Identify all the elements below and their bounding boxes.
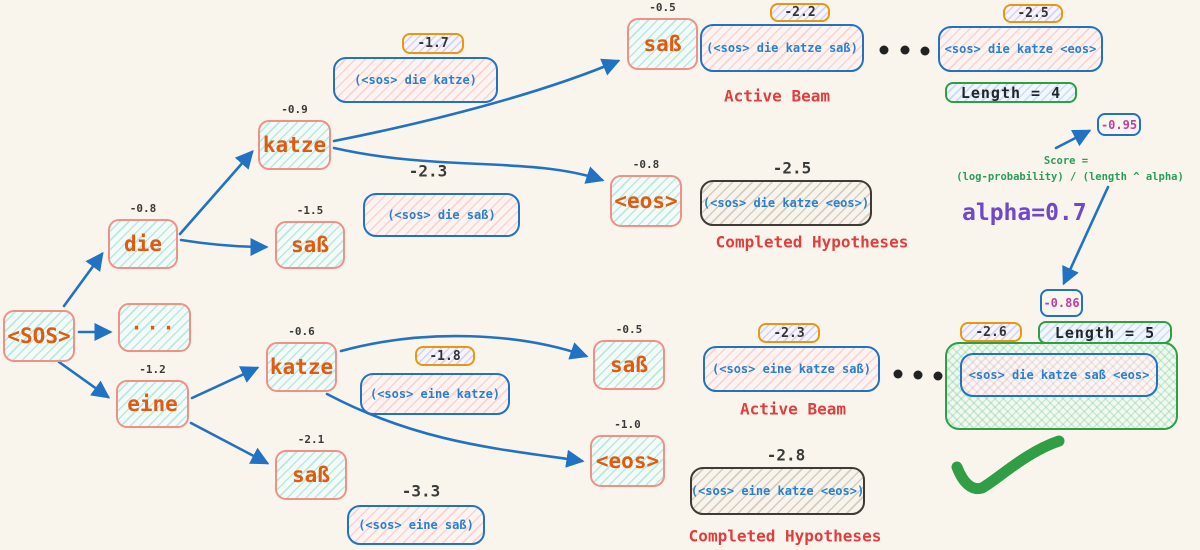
hypothesis-score-plain: -2.3 [408, 161, 448, 181]
hypothesis-score-badge: -2.5 [1003, 4, 1063, 23]
word-node-label: saß [292, 463, 330, 487]
hypothesis-text: (<sos> eine saß) [358, 518, 474, 532]
arrow-to-score-086 [1062, 185, 1110, 286]
word-node-eine: eine [116, 380, 189, 428]
edge-eine-sass [189, 421, 270, 465]
node-logprob-score: -0.6 [288, 325, 315, 338]
length-4-badge: Length = 4 [945, 82, 1077, 103]
completed-hypotheses-label-top: Completed Hypotheses [715, 232, 909, 252]
word-node-die: die [108, 219, 178, 269]
arrow-to-score-095 [1054, 129, 1092, 150]
hypothesis-box-b3: (<sos> die katze saß) [700, 24, 864, 72]
length-5-badge: Length = 5 [1038, 321, 1172, 344]
hypothesis-text: (<sos> die katze) [354, 73, 477, 87]
node-logprob-score: -1.5 [296, 204, 324, 217]
completed-hypotheses-label-bottom: Completed Hypotheses [688, 526, 882, 546]
hypothesis-score-badge: -2.6 [960, 322, 1022, 342]
word-node-eos2: <eos> [590, 435, 665, 487]
length-5-label: Length = 5 [1054, 323, 1156, 342]
edge-katze-sass-top [332, 58, 621, 143]
hypothesis-box-b5: (<sos> die katze <eos>) [700, 180, 872, 226]
node-logprob-score: -0.9 [281, 103, 308, 116]
edge-sos-eine [57, 360, 111, 399]
node-logprob-score: -0.8 [632, 158, 660, 171]
hypothesis-box-b8: (<sos> eine katze saß) [703, 346, 880, 392]
word-node-sab4: saß [593, 340, 665, 390]
edge-die-katze [178, 150, 254, 236]
node-logprob-score: -0.5 [615, 323, 643, 336]
hypothesis-text: (<sos> eine katze <eos>) [690, 484, 865, 498]
hypothesis-score-badge: -2.2 [770, 3, 830, 22]
word-node-label: saß [291, 233, 329, 257]
node-logprob-score: -2.1 [297, 433, 325, 446]
hypothesis-text: (<sos> die katze <eos>) [702, 196, 870, 210]
word-node-dots: ··· [118, 303, 191, 352]
hypothesis-box-b7: (<sos> eine saß) [347, 505, 485, 545]
word-node-label: <eos> [614, 189, 678, 213]
word-node-label: katze [269, 355, 334, 379]
hypothesis-score-plain: -2.8 [766, 445, 806, 465]
normalized-score-bottom: -0.86 [1040, 289, 1083, 317]
normalized-score-top-value: -0.95 [1100, 117, 1138, 132]
word-node-label: saß [643, 32, 682, 56]
ellipsis-dots-bottom [893, 369, 943, 381]
hypothesis-score-badge: -1.8 [415, 346, 475, 366]
node-logprob-score: -1.2 [139, 363, 166, 376]
hypothesis-box-b4: <sos> die katze <eos> [938, 26, 1103, 72]
word-node-katze2: katze [266, 342, 337, 392]
normalized-score-bottom-value: -0.86 [1043, 296, 1080, 310]
normalized-score-top: -0.95 [1097, 113, 1141, 136]
hypothesis-text: <sos> die katze saß <eos> [968, 368, 1150, 382]
hypothesis-text: (<sos> eine katze saß) [712, 362, 871, 376]
word-node-label: die [124, 232, 162, 256]
length-4-label: Length = 4 [960, 83, 1062, 102]
word-node-label: <eos> [595, 449, 660, 473]
node-logprob-score: -0.8 [129, 202, 157, 215]
word-node-sab2: saß [627, 18, 698, 70]
hypothesis-score-plain: -2.5 [772, 158, 812, 178]
edge-sos-die [62, 251, 104, 308]
word-node-sab3: saß [275, 450, 347, 500]
node-logprob-score: -0.5 [649, 1, 676, 14]
hypothesis-box-b1: (<sos> die katze) [333, 57, 498, 103]
word-node-label: <SOS> [7, 324, 71, 348]
hypothesis-text: (<sos> die saß) [387, 208, 496, 222]
score-formula-line1: Score = [1043, 155, 1089, 167]
edge-die-sass [179, 237, 269, 257]
word-node-label: katze [262, 133, 327, 157]
active-beam-label-bottom: Active Beam [740, 399, 846, 419]
hypothesis-box-b10: <sos> die katze saß <eos> [960, 353, 1158, 397]
word-node-katze1: katze [258, 120, 331, 170]
word-node-label: saß [610, 353, 648, 377]
hypothesis-box-b6: (<sos> eine katze) [360, 373, 510, 415]
edge-katze-eos-top [332, 146, 605, 184]
active-beam-label-top: Active Beam [724, 86, 830, 106]
hypothesis-box-b2: (<sos> die saß) [363, 193, 520, 237]
word-node-label: ··· [130, 315, 179, 340]
hypothesis-text: (<sos> die katze saß) [706, 41, 858, 55]
hypothesis-score-plain: -3.3 [401, 481, 441, 501]
edge-katze-sass-bottom [339, 334, 589, 360]
edge-eine-katze [190, 366, 260, 400]
word-node-label: eine [127, 392, 178, 416]
hypothesis-text: (<sos> eine katze) [369, 387, 501, 401]
edge-katze-eos-bottom [325, 392, 585, 468]
alpha-value-label: alpha=0.7 [962, 200, 1087, 226]
hypothesis-score-badge: -1.7 [402, 33, 464, 54]
word-node-eos1: <eos> [610, 175, 682, 227]
word-node-sos: <SOS> [3, 310, 75, 362]
score-formula-line2: (log-probability) / (length ^ alpha) [956, 171, 1184, 183]
ellipsis-dots-top [879, 45, 930, 56]
hypothesis-score-badge: -2.3 [758, 323, 820, 343]
node-logprob-score: -1.0 [614, 418, 641, 431]
hypothesis-text: <sos> die katze <eos> [944, 42, 1097, 56]
hypothesis-box-b9: (<sos> eine katze <eos>) [690, 467, 865, 515]
checkmark-icon [951, 435, 1065, 495]
word-node-sab1: saß [275, 221, 345, 269]
